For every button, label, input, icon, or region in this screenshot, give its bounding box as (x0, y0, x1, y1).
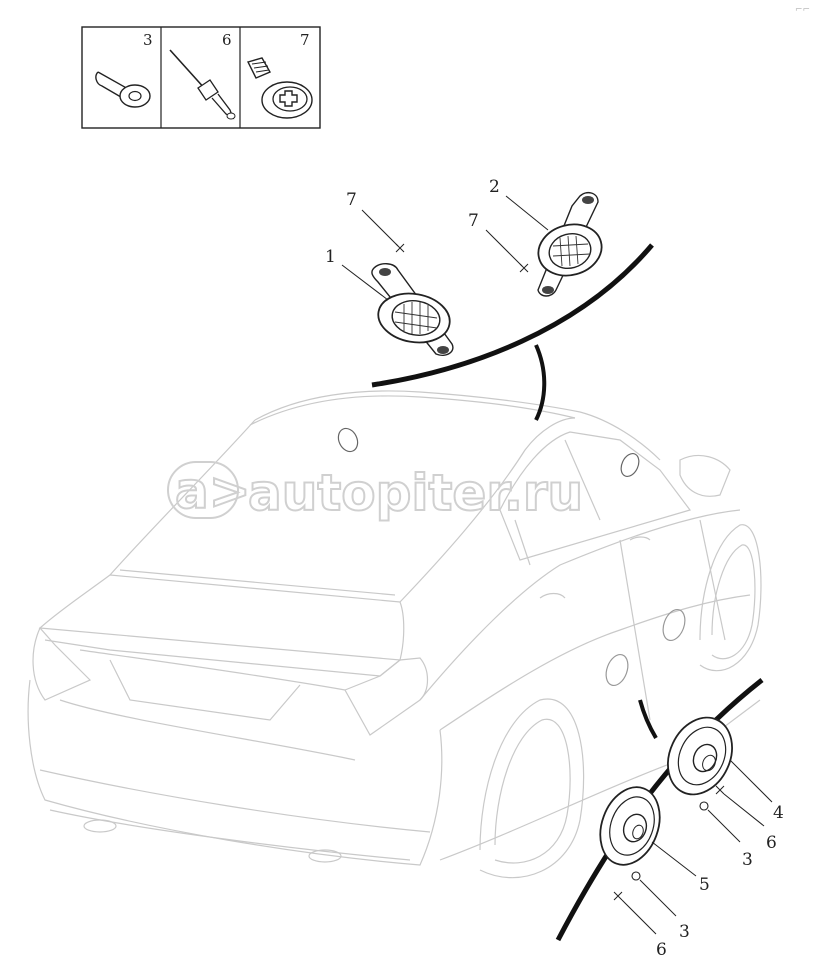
door-speaker-5 (599, 786, 661, 866)
rivet-icon (169, 49, 236, 120)
watermark-text: autopiter.ru (248, 464, 583, 522)
callout-1: 1 (325, 247, 336, 267)
legend-number-6: 6 (222, 31, 232, 49)
legend-number-7: 7 (300, 31, 310, 49)
rivet-nut-icon (95, 71, 151, 108)
watermark-logo: a> (175, 462, 251, 520)
rear-left-speaker (371, 263, 454, 356)
fastener-legend: 3 6 7 (81, 26, 321, 129)
callout-7-left: 7 (346, 190, 357, 210)
callout-7-right: 7 (468, 211, 479, 231)
callout-3-lower: 3 (679, 922, 690, 942)
rear-right-speaker (537, 191, 603, 297)
car-outline (27, 390, 762, 879)
legend-number-3: 3 (143, 31, 153, 49)
callout-6-lower: 6 (656, 940, 667, 960)
callout-6-upper: 6 (766, 833, 777, 853)
callout-4: 4 (773, 803, 784, 823)
callout-2: 2 (489, 177, 500, 197)
torx-screw-icon (246, 57, 313, 119)
corner-mark: ⌐⌐ (795, 5, 810, 15)
upper-bracket-arc (371, 243, 654, 388)
callout-5: 5 (699, 875, 710, 895)
callout-3-upper: 3 (742, 850, 753, 870)
watermark: a> autopiter.ru (167, 461, 584, 523)
door-speaker-4 (667, 716, 733, 796)
